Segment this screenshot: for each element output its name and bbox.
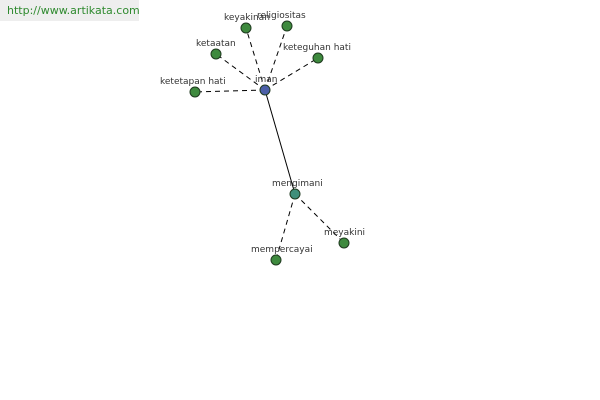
node-ketetapan-hati[interactable] [189,86,201,98]
edge-iman-religiositas [264,25,288,91]
node-mempercayai[interactable] [270,254,282,266]
edge-mengimani-mempercayai [275,193,296,261]
source-url-link[interactable]: http://www.artikata.com [0,0,140,21]
node-meyakini[interactable] [338,237,350,249]
node-mengimani[interactable] [289,188,301,200]
node-label-mempercayai[interactable]: mempercayai [251,245,313,255]
node-label-mengimani[interactable]: mengimani [272,179,323,189]
node-label-keteguhan-hati[interactable]: keteguhan hati [283,43,351,53]
node-ketaatan[interactable] [210,48,222,60]
edge-iman-ketaatan [215,53,266,91]
node-label-ketetapan-hati[interactable]: ketetapan hati [160,77,226,87]
nodes-layer [189,20,350,266]
edge-iman-keteguhan-hati [264,57,319,91]
node-label-keyakinan[interactable]: keyakinan [224,13,270,23]
node-label-meyakini[interactable]: meyakini [324,228,365,238]
node-iman[interactable] [259,84,271,96]
edge-iman-ketetapan-hati [194,89,266,93]
node-label-ketaatan[interactable]: ketaatan [196,39,236,49]
edges-layer [194,25,345,261]
edge-iman-keyakinan [245,27,266,91]
node-religiositas[interactable] [281,20,293,32]
edge-mengimani-meyakini [294,193,345,244]
edge-iman-mengimani [264,89,296,195]
node-keyakinan[interactable] [240,22,252,34]
node-keteguhan-hati[interactable] [312,52,324,64]
node-label-iman[interactable]: iman [255,75,278,85]
node-label-religiositas[interactable]: religiositas [257,11,306,21]
